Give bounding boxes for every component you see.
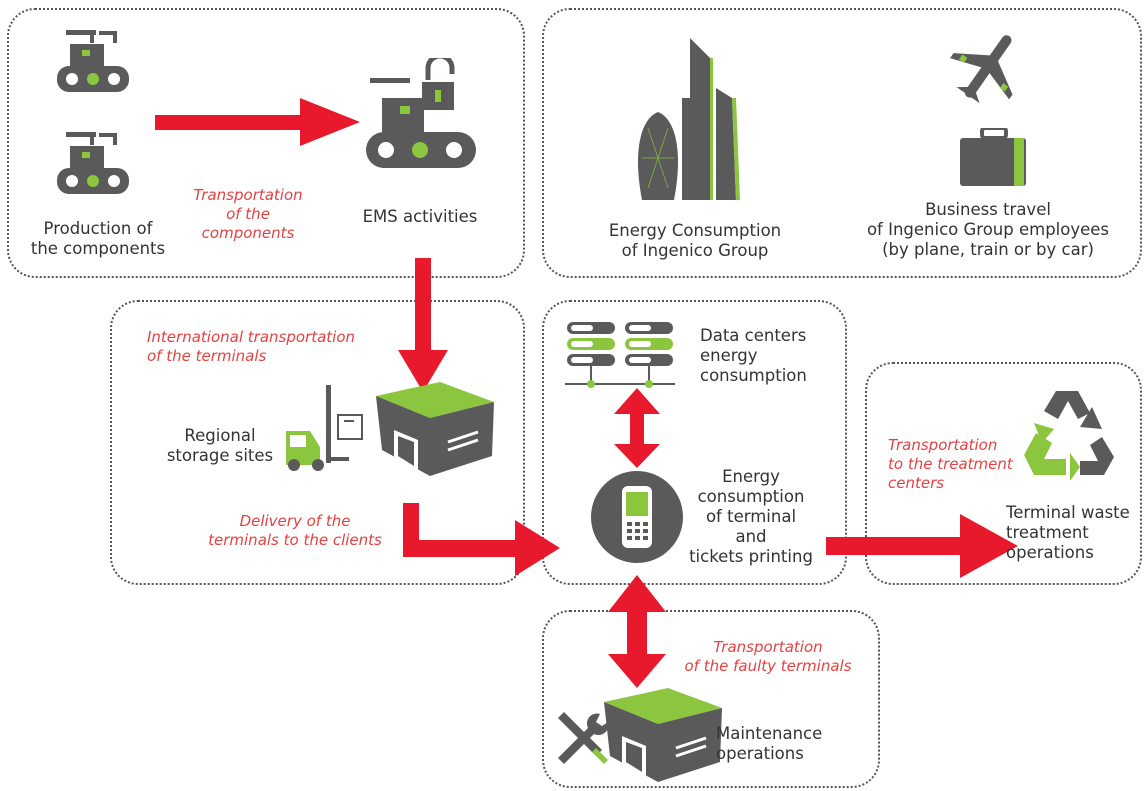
note-delivery: Delivery of the terminals to the clients <box>208 512 382 549</box>
note-faulty: Transportation of the faulty terminals <box>684 638 852 675</box>
note-transport-components: Transportation of the components <box>193 186 303 242</box>
arrow-ems-to-storage <box>398 258 448 392</box>
note-treatment: Transportation to the treatment centers <box>888 436 1013 492</box>
skyscrapers-icon <box>637 38 740 200</box>
label-waste: Terminal waste treatment operations <box>1006 503 1130 562</box>
group-ingenico <box>542 8 1142 278</box>
arrow-delivery <box>403 503 560 576</box>
group-waste <box>865 362 1142 585</box>
group-terminal <box>542 300 847 585</box>
group-maintenance <box>542 610 880 788</box>
suitcase-icon <box>960 128 1026 186</box>
label-ems: EMS activities <box>362 207 478 226</box>
warehouse-icon <box>376 382 494 476</box>
label-energy-group: Energy Consumption of Ingenico Group <box>608 221 782 260</box>
label-business-travel: Business travel of Ingenico Group employ… <box>866 200 1110 259</box>
conveyor-robot-icon <box>57 30 129 92</box>
warehouse-icon <box>604 688 722 782</box>
note-international: International transportation of the term… <box>147 328 356 365</box>
arrow-production-to-ems <box>155 98 360 146</box>
airplane-icon <box>950 35 1013 104</box>
recycle-icon <box>1024 391 1114 480</box>
payment-terminal-icon <box>591 471 683 563</box>
server-rack-icon <box>565 322 675 388</box>
arrow-terminal-maintenance <box>608 575 666 688</box>
conveyor-lock-icon <box>366 58 476 168</box>
forklift-icon <box>286 385 363 471</box>
arrow-datacenter-terminal <box>614 388 660 468</box>
tools-icon <box>558 712 609 764</box>
group-logistics <box>110 300 525 585</box>
label-terminal-energy: Energy consumption of terminal and ticke… <box>689 467 813 566</box>
label-datacenters: Data centers energy consumption <box>700 326 807 385</box>
conveyor-robot-icon <box>57 132 129 194</box>
group-production <box>7 8 525 278</box>
label-maintenance: Maintenance operations <box>716 724 823 763</box>
arrow-terminal-to-waste <box>826 514 1018 578</box>
label-production: Production of the components <box>30 219 166 258</box>
label-regional: Regional storage sites <box>166 426 274 465</box>
